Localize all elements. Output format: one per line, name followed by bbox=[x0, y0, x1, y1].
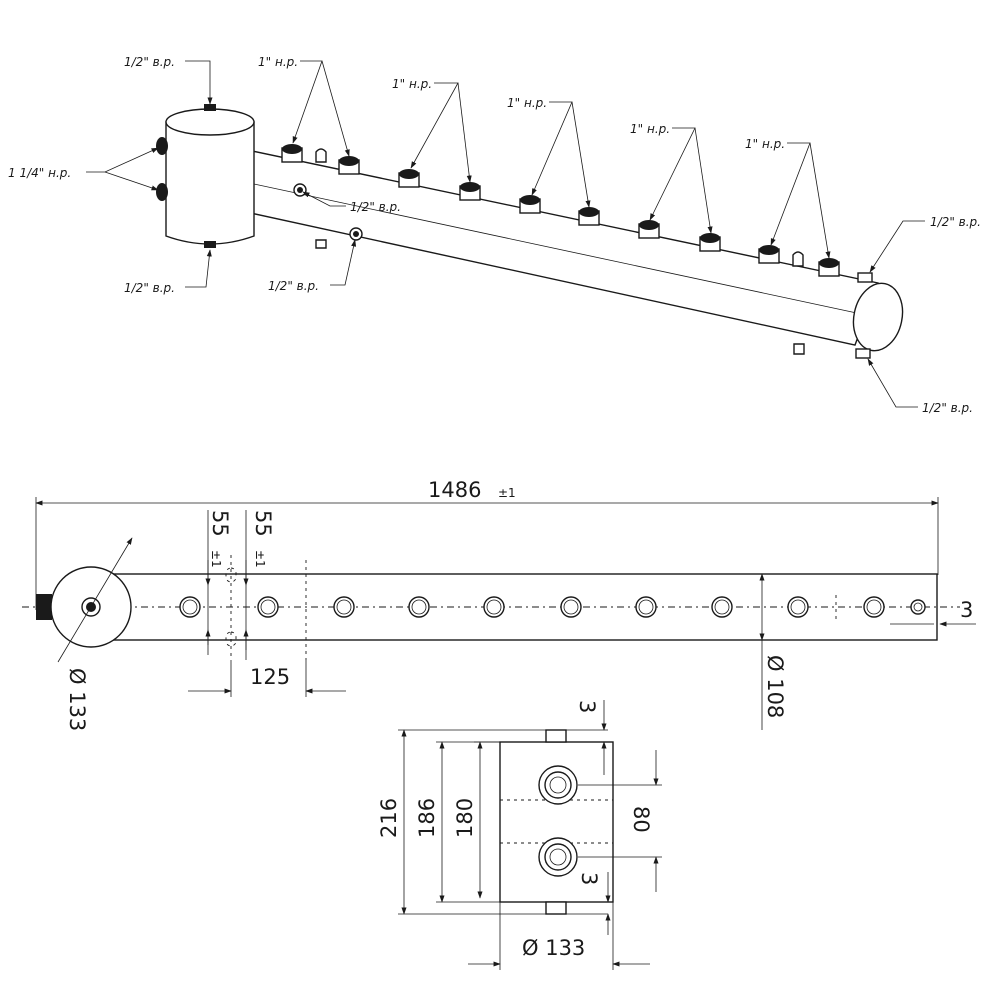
header-diameter: Ø 133 bbox=[65, 668, 89, 731]
end-offset: 3 bbox=[960, 598, 973, 622]
callout-side-inlets: 1 1/4" н.р. bbox=[8, 166, 71, 180]
end-diameter: Ø 133 bbox=[522, 936, 585, 960]
plan-hole bbox=[787, 596, 809, 618]
hydraulic-separator bbox=[156, 104, 255, 248]
nozzle-spacing: 80 bbox=[629, 806, 653, 833]
plan-holes bbox=[179, 555, 926, 660]
outlet-nozzle bbox=[699, 233, 721, 252]
callout-outlet-group-3: 1" н.р. bbox=[507, 96, 547, 110]
end-nozzle-lower bbox=[538, 837, 578, 877]
outlet-nozzle bbox=[758, 245, 780, 264]
outlet-nozzles bbox=[281, 144, 840, 277]
end-height-inner: 180 bbox=[453, 798, 477, 838]
callout-outlet-group-5: 1" н.р. bbox=[745, 137, 785, 151]
overall-tolerance: ±1 bbox=[498, 486, 516, 500]
end-nozzle-upper bbox=[538, 765, 578, 805]
end-view: 216 186 180 80 3 3 Ø 133 bbox=[377, 700, 662, 970]
outlet-nozzle bbox=[459, 182, 481, 201]
plan-separator bbox=[36, 537, 133, 663]
end-height-total: 216 bbox=[377, 798, 401, 838]
plan-hole bbox=[333, 596, 355, 618]
callout-end-tap-bottom: 1/2" в.р. bbox=[922, 401, 973, 415]
end-bottom-gap: 3 bbox=[577, 872, 601, 885]
pitch-dimension: 125 bbox=[250, 665, 290, 689]
callout-top-left-tap: 1/2" в.р. bbox=[124, 55, 175, 69]
plan-hole bbox=[910, 599, 926, 615]
plan-hole bbox=[560, 596, 582, 618]
outlet-nozzle bbox=[338, 156, 360, 175]
outlet-nozzle bbox=[281, 144, 303, 163]
isometric-view: 1/2" в.р. 1 1/4" н.р. 1/2" в.р. 1/2" в.р… bbox=[8, 55, 981, 415]
offset-b-tolerance: ±1 bbox=[253, 550, 267, 568]
outlet-nozzle bbox=[519, 195, 541, 214]
outlet-nozzle bbox=[398, 169, 420, 188]
pipe-diameter: Ø 108 bbox=[763, 655, 787, 718]
plan-hole bbox=[257, 596, 279, 618]
callout-pipe-tap-lower: 1/2" в.р. bbox=[268, 279, 319, 293]
offset-a: 55 bbox=[208, 510, 232, 537]
offset-b: 55 bbox=[251, 510, 275, 537]
callout-end-tap-top: 1/2" в.р. bbox=[930, 215, 981, 229]
callout-outlet-group-1: 1" н.р. bbox=[258, 55, 298, 69]
plan-view: 1486 ±1 bbox=[22, 478, 976, 731]
plan-hole bbox=[408, 596, 430, 618]
offset-a-tolerance: ±1 bbox=[209, 550, 223, 568]
manifold-pipe bbox=[210, 147, 904, 352]
outlet-nozzle bbox=[638, 220, 660, 239]
callout-outlet-group-2: 1" н.р. bbox=[392, 77, 432, 91]
overall-length: 1486 bbox=[428, 478, 481, 502]
plan-hole bbox=[179, 596, 201, 618]
end-height-outer: 186 bbox=[415, 798, 439, 838]
outlet-nozzle bbox=[578, 207, 600, 226]
end-top-gap: 3 bbox=[575, 700, 599, 713]
callout-outlet-group-4: 1" н.р. bbox=[630, 122, 670, 136]
isometric-leaders bbox=[86, 60, 925, 408]
plan-hole bbox=[863, 596, 885, 618]
outlet-nozzle bbox=[818, 258, 840, 277]
plan-hole bbox=[711, 596, 733, 618]
callout-bottom-left-tap: 1/2" в.р. bbox=[124, 281, 175, 295]
plan-hole bbox=[483, 596, 505, 618]
plan-hole bbox=[635, 596, 657, 618]
callout-pipe-tap-upper: 1/2" в.р. bbox=[350, 200, 401, 214]
